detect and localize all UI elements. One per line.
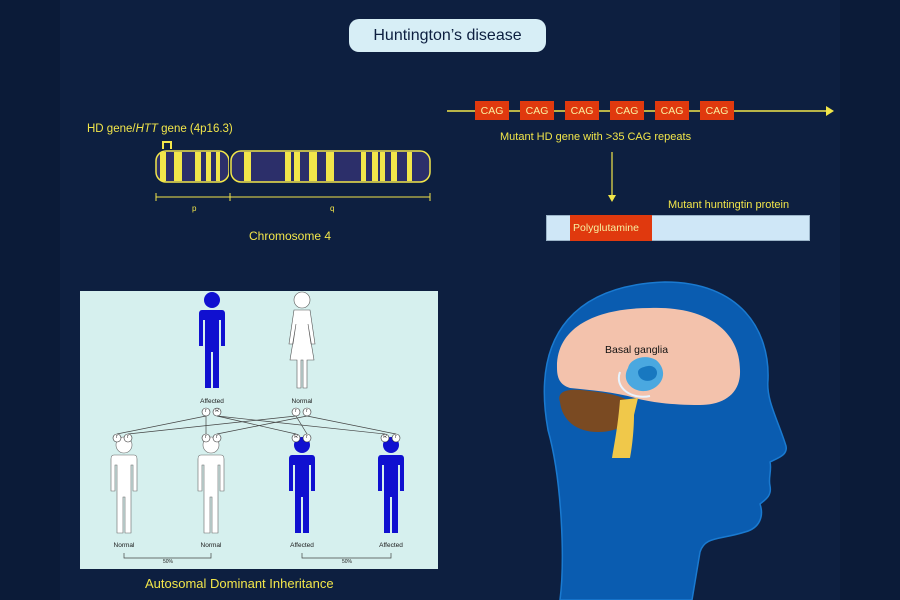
allele-letter: r [116,434,118,440]
mutant-gene-label: Mutant HD gene with >35 CAG repeats [500,131,692,143]
basal-ganglia [617,357,664,398]
q-arm-bands [244,152,412,181]
right-margin [840,0,900,600]
inheritance-lines [116,415,397,435]
allele-letter: r [216,434,218,440]
left-margin [0,0,60,600]
allele-letter: R [294,434,298,440]
parent-normal-figure [288,291,316,389]
gene-label-suffix: gene (4p16.3) [157,123,233,135]
allele-letter: r [205,408,207,414]
hd-gene-label: HD gene/HTT gene (4p16.3) [87,123,233,135]
down-arrowhead [608,195,616,202]
allele-letter: r [127,434,129,440]
child-affected-figure [378,437,404,533]
percentage-brackets [123,553,392,559]
inheritance-graphic [110,291,404,559]
inheritance-title: Autosomal Dominant Inheritance [145,576,334,591]
cag-repeat: CAG [655,101,689,120]
polyglutamine-segment: Polyglutamine [570,215,652,241]
gene-arrowhead [826,106,834,116]
inheritance-panel: Affected Normal r R r r r r r r R r R r … [80,291,438,569]
cag-repeat: CAG [520,101,554,120]
cag-repeat: CAG [700,101,734,120]
allele-markers [112,407,401,443]
parent-affected-figure [199,292,225,388]
cag-repeat: CAG [610,101,644,120]
parent-label: Affected [200,398,224,405]
child-normal-figure [110,436,138,534]
allele-letter: R [215,408,219,414]
cag-repeat: CAG [475,101,509,120]
protein-label: Mutant huntingtin protein [668,199,790,211]
parent-label: Normal [291,398,313,405]
allele-letter: r [306,408,308,414]
cerebellum [559,389,633,432]
brain [556,307,741,405]
allele-letter: r [205,434,207,440]
child-label: Normal [200,542,222,549]
cag-repeat: CAG [565,101,599,120]
allele-letter: r [395,434,397,440]
p-arm-bands [160,152,220,181]
q-arm-label: q [330,204,335,213]
child-normal-figure [197,436,225,534]
child-affected-figure [289,437,315,533]
child-label: Normal [113,542,135,549]
gene-label-prefix: HD gene/ [87,123,136,135]
page-title: Huntington’s disease [373,26,522,44]
chromosome-caption: Chromosome 4 [249,229,332,243]
allele-letter: r [306,434,308,440]
allele-letter: R [383,434,387,440]
percent-normal: 50% [162,559,174,565]
percent-affected: 50% [341,559,353,565]
title-box: Huntington’s disease [349,19,546,52]
arm-scale-bar [155,193,431,201]
allele-letter: r [295,408,297,414]
brainstem [612,398,638,458]
locus-bracket [162,141,172,149]
child-label: Affected [290,542,314,549]
p-arm-label: p [192,204,197,213]
basal-ganglia-label: Basal ganglia [605,344,669,356]
gene-label-italic: HTT [135,123,158,135]
child-label: Affected [379,542,403,549]
